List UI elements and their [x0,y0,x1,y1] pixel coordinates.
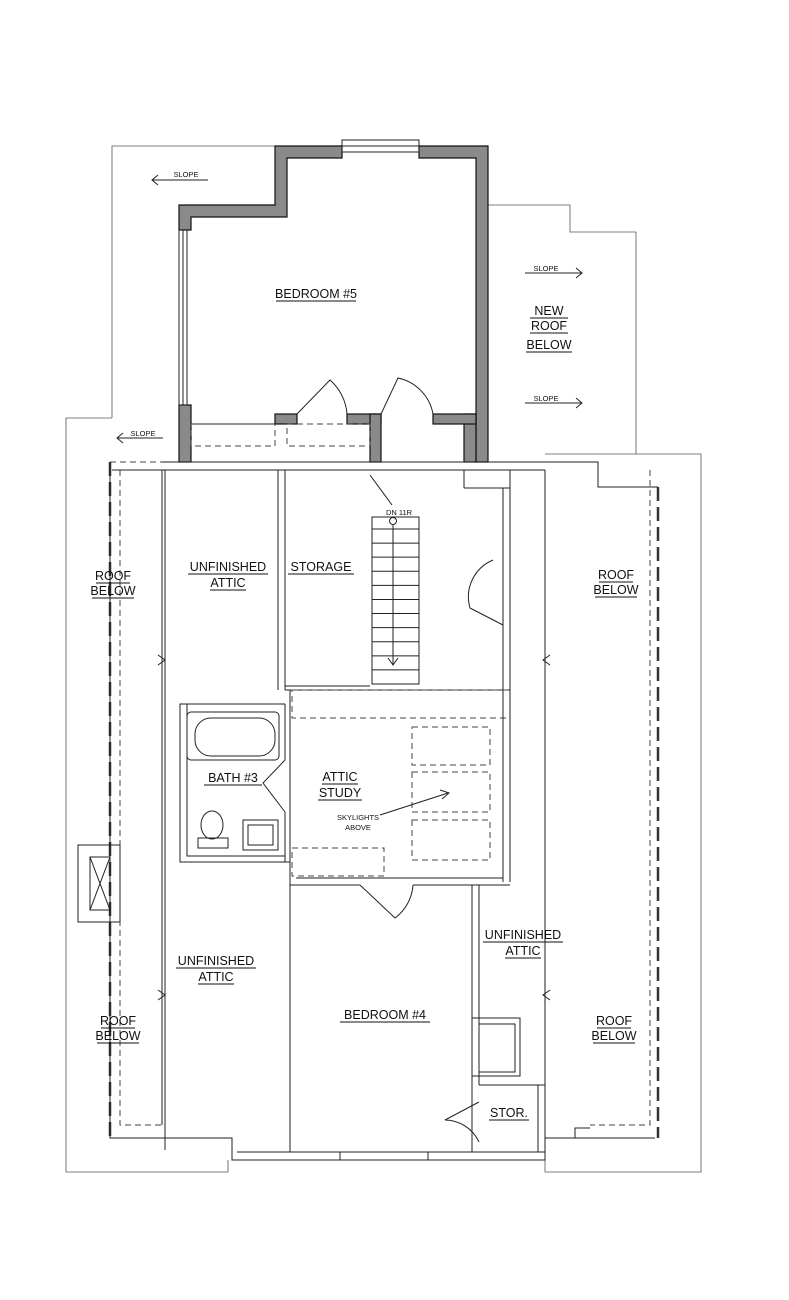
bedroom5-label: BEDROOM #5 [275,287,357,301]
skylights-label-1: SKYLIGHTS [337,813,379,822]
bath3-label: BATH #3 [208,771,258,785]
slope-label-right-top: SLOPE [533,264,558,273]
unfinished-attic-bottom-1: UNFINISHED [178,954,254,968]
roof-below-right-top-2: BELOW [593,583,638,597]
roof-below-left-top-2: BELOW [90,584,135,598]
stair-note: DN 11R [386,508,413,517]
slope-arrows [116,174,583,444]
stair-door-swing [369,474,393,506]
new-roof-label-1: NEW [534,304,563,318]
stair-arrow-icon [387,525,399,666]
stair-start-marker [389,517,397,525]
bath3 [179,703,290,863]
interior-partitions [277,470,511,882]
storage-label: STORAGE [291,560,352,574]
bedroom4 [289,885,545,1152]
roof-outlines [65,145,702,1173]
roof-below-left-top-1: ROOF [95,569,131,583]
stor-label: STOR. [490,1106,528,1120]
main-walls [109,461,658,1161]
roof-below-left-bottom-2: BELOW [95,1029,140,1043]
unfinished-attic-right-2: ATTIC [505,944,540,958]
chimney [77,844,121,923]
roof-below-right-bottom-2: BELOW [591,1029,636,1043]
attic-study [289,690,510,919]
unfinished-attic-top-1: UNFINISHED [190,560,266,574]
attic-study-label-2: STUDY [319,786,362,800]
unfinished-attic-bottom-2: ATTIC [198,970,233,984]
new-roof-label-3: BELOW [526,338,571,352]
attic-study-label-1: ATTIC [322,770,357,784]
slope-label-right-bottom: SLOPE [533,394,558,403]
bedroom4-label: BEDROOM #4 [344,1008,426,1022]
stairs [371,516,420,685]
unfinished-attic-right-1: UNFINISHED [485,928,561,942]
slope-label-top-left: SLOPE [173,170,198,179]
unfinished-attic-top-2: ATTIC [210,576,245,590]
roof-below-right-bottom-1: ROOF [596,1014,632,1028]
room-labels: SLOPE SLOPE SLOPE SLOPE BEDROOM #5 NEW R… [90,170,639,1121]
roof-below-right-top-1: ROOF [598,568,634,582]
skylights-label-2: ABOVE [345,823,371,832]
roof-below-left-bottom-1: ROOF [100,1014,136,1028]
slope-label-left: SLOPE [130,429,155,438]
new-roof-label-2: ROOF [531,319,567,333]
